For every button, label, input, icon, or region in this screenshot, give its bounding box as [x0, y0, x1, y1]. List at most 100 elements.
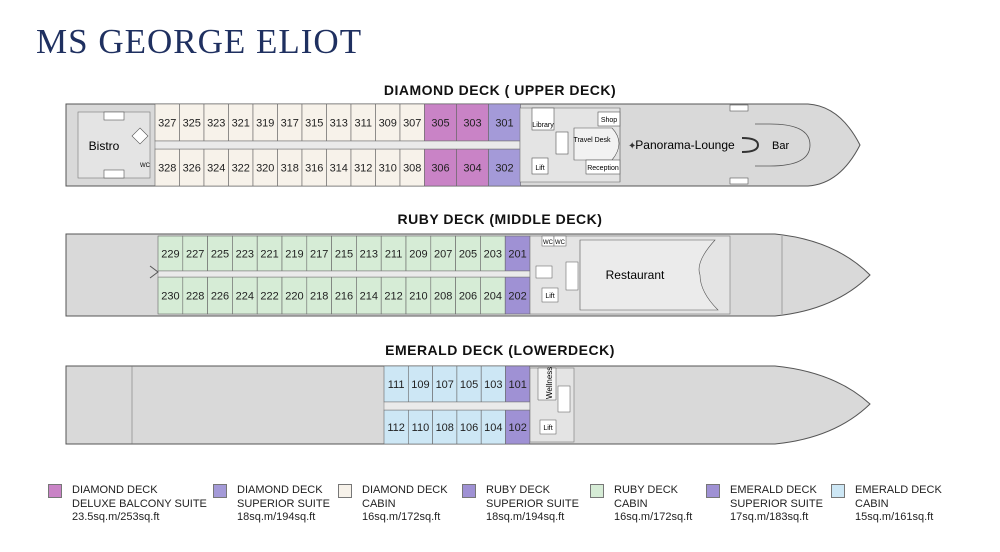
travel-desk: [573, 127, 620, 161]
cabin-203: [480, 235, 506, 272]
cabin-number: 308: [403, 163, 421, 175]
cabin-number: 318: [281, 163, 299, 175]
ruby-deck-title: RUBY DECK (MIDDLE DECK): [397, 211, 603, 227]
legend-line3: 15sq.m/161sq.ft: [855, 511, 934, 523]
stair-icon: [131, 127, 149, 145]
cabin-number: 209: [409, 249, 427, 261]
cabin-number: 322: [232, 163, 250, 175]
cabin-number: 103: [484, 379, 502, 391]
cabin-number: 314: [330, 163, 348, 175]
cabin-number: 313: [330, 118, 348, 130]
cabin-number: 205: [459, 249, 477, 261]
cabin-number: 327: [158, 118, 176, 130]
cabin-number: 109: [411, 379, 429, 391]
cabin-number: 105: [460, 379, 478, 391]
lift-box: [541, 287, 559, 303]
lounge-label: Panorama-Lounge: [635, 138, 735, 152]
cabin-number: 222: [260, 291, 278, 303]
legend-line2: SUPERIOR SUITE: [237, 497, 330, 510]
legend-line3: 23.5sq.m/253sq.ft: [72, 511, 160, 523]
cabin-number: 216: [335, 291, 353, 303]
cabin-108: [432, 409, 458, 445]
stairs-icon: [555, 131, 569, 155]
stairs-icon: [103, 169, 125, 179]
cabin-number: 306: [431, 163, 449, 175]
bar-icon: [741, 137, 760, 153]
cabin-310: [375, 148, 401, 187]
ruby-corridor: [157, 270, 531, 278]
legend-line1: RUBY DECK: [614, 484, 678, 496]
legend-line2: SUPERIOR SUITE: [486, 497, 579, 510]
emerald-deck-title: EMERALD DECK (LOWERDECK): [385, 342, 615, 358]
cabin-number: 106: [460, 422, 478, 434]
cabin-110: [407, 409, 433, 445]
cabin-216: [331, 276, 357, 315]
legend-swatch: [462, 484, 476, 498]
cabin-number: 203: [484, 249, 502, 261]
cabin-327: [154, 103, 180, 142]
cabin-217: [306, 235, 332, 272]
cabin-220: [281, 276, 308, 315]
cabin-206: [455, 276, 481, 315]
legend-swatch: [831, 484, 845, 498]
library-room: [531, 107, 555, 131]
cabin-number: 207: [434, 249, 452, 261]
cabin-number: 107: [436, 379, 454, 391]
cabin-105: [456, 365, 482, 403]
legend-line2: CABIN: [614, 497, 648, 510]
legend-line2: DELUXE BALCONY SUITE: [72, 497, 207, 510]
legend-line1: EMERALD DECK: [730, 484, 817, 496]
legend-line3: 18sq.m/194sq.ft: [237, 511, 316, 523]
page-title: MS GEORGE ELIOT: [36, 22, 363, 61]
stairs-icon: [729, 104, 749, 112]
lift-box: [539, 419, 557, 435]
legend-line1: DIAMOND DECK: [362, 484, 448, 496]
legend-line3: 16sq.m/172sq.ft: [362, 511, 441, 523]
cabin-number: 302: [495, 163, 513, 175]
cabin-number: 111: [388, 379, 405, 391]
bar-counter: [755, 123, 811, 167]
cabin-number: 211: [385, 249, 403, 261]
cabin-223: [232, 235, 258, 272]
cabin-224: [232, 276, 258, 315]
cabin-229: [157, 235, 184, 272]
wc-label: WC: [555, 240, 566, 246]
cabin-309: [375, 103, 401, 142]
cabin-number: 315: [305, 118, 323, 130]
wellness-room: [537, 367, 557, 401]
cabin-321: [228, 103, 254, 142]
wellness-label: Wellness: [545, 367, 554, 399]
compass-icon: ✦: [628, 141, 636, 152]
legend-swatch: [213, 484, 227, 498]
cabin-104: [480, 409, 506, 445]
cabin-number: 227: [186, 249, 204, 261]
cabin-213: [356, 235, 382, 272]
lift-label: Lift: [535, 165, 544, 172]
cabin-number: 224: [236, 291, 254, 303]
cabin-222: [256, 276, 283, 315]
cabin-210: [405, 276, 432, 315]
legend-line3: 16sq.m/172sq.ft: [614, 511, 693, 523]
cabin-number: 307: [403, 118, 421, 130]
bistro-label: Bistro: [89, 139, 120, 153]
cabin-number: 204: [484, 291, 502, 303]
emerald-corridor: [383, 401, 531, 411]
cabin-number: 101: [508, 379, 526, 391]
cabin-316: [301, 148, 327, 187]
reception-label: Reception: [587, 165, 619, 172]
cabin-328: [154, 148, 180, 187]
diamond-corridor: [154, 140, 521, 150]
cabin-305: [424, 103, 457, 142]
cabin-number: 301: [495, 118, 513, 130]
cabin-number: 309: [379, 118, 397, 130]
cabin-228: [182, 276, 208, 315]
cabin-number: 229: [161, 249, 179, 261]
